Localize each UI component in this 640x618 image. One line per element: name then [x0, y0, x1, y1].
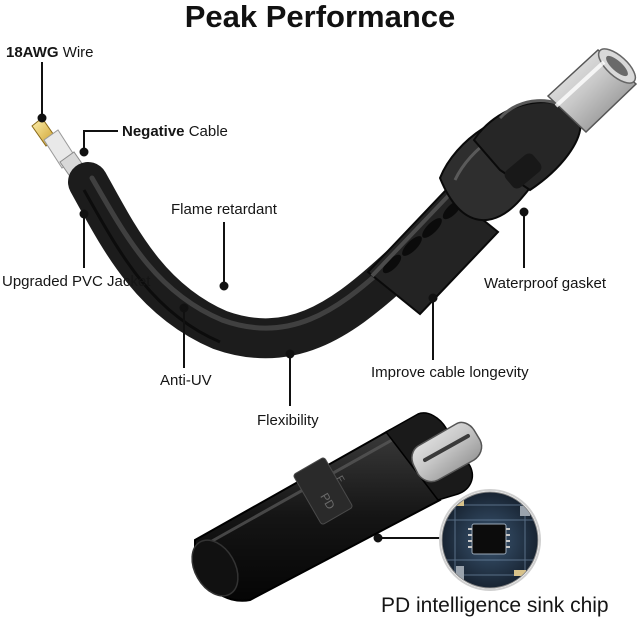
callout-dot-longevity — [428, 293, 438, 303]
label-flame-retardant: Flame retardant — [171, 201, 277, 218]
label-18awg-rest: Wire — [62, 44, 94, 61]
waterproof-gasket — [438, 99, 582, 222]
callout-dot-gasket — [519, 207, 529, 217]
label-pd-intelligence-sink-chip: PD intelligence sink chip — [381, 594, 609, 617]
label-18awg-wire: 18AWG Wire — [6, 44, 94, 62]
callout-dot-wire — [37, 113, 47, 123]
cable-body — [68, 162, 432, 359]
label-improve-cable-longevity: Improve cable longevity — [371, 364, 529, 381]
pd-chip — [471, 523, 507, 555]
usbc-adapter: PD F — [191, 412, 483, 602]
label-waterproof-gasket: Waterproof gasket — [484, 275, 606, 292]
callout-dot-flame — [219, 281, 229, 291]
callout-dot-chip — [373, 533, 383, 543]
label-18awg-bold: 18AWG — [6, 44, 59, 61]
label-anti-uv: Anti-UV — [160, 372, 212, 389]
callout-dot-flexibility — [285, 349, 295, 359]
barrel-plug — [546, 48, 638, 134]
strain-relief — [366, 188, 500, 316]
callout-dot-antiuv — [179, 303, 189, 313]
label-negative-bold: Negative — [122, 123, 185, 140]
label-upgraded-pvc-jacket: Upgraded PVC Jacket — [2, 273, 151, 290]
callout-lines — [37, 62, 529, 543]
label-negative-rest: Cable — [188, 123, 228, 140]
pd-chip-magnifier — [439, 489, 541, 591]
label-flexibility: Flexibility — [257, 412, 319, 429]
page-title: Peak Performance — [184, 0, 456, 34]
label-negative-cable: Negative Cable — [122, 123, 228, 141]
callout-dot-negative — [79, 147, 89, 157]
callout-dot-jacket — [79, 209, 89, 219]
adapter-f-text: F — [333, 474, 346, 485]
